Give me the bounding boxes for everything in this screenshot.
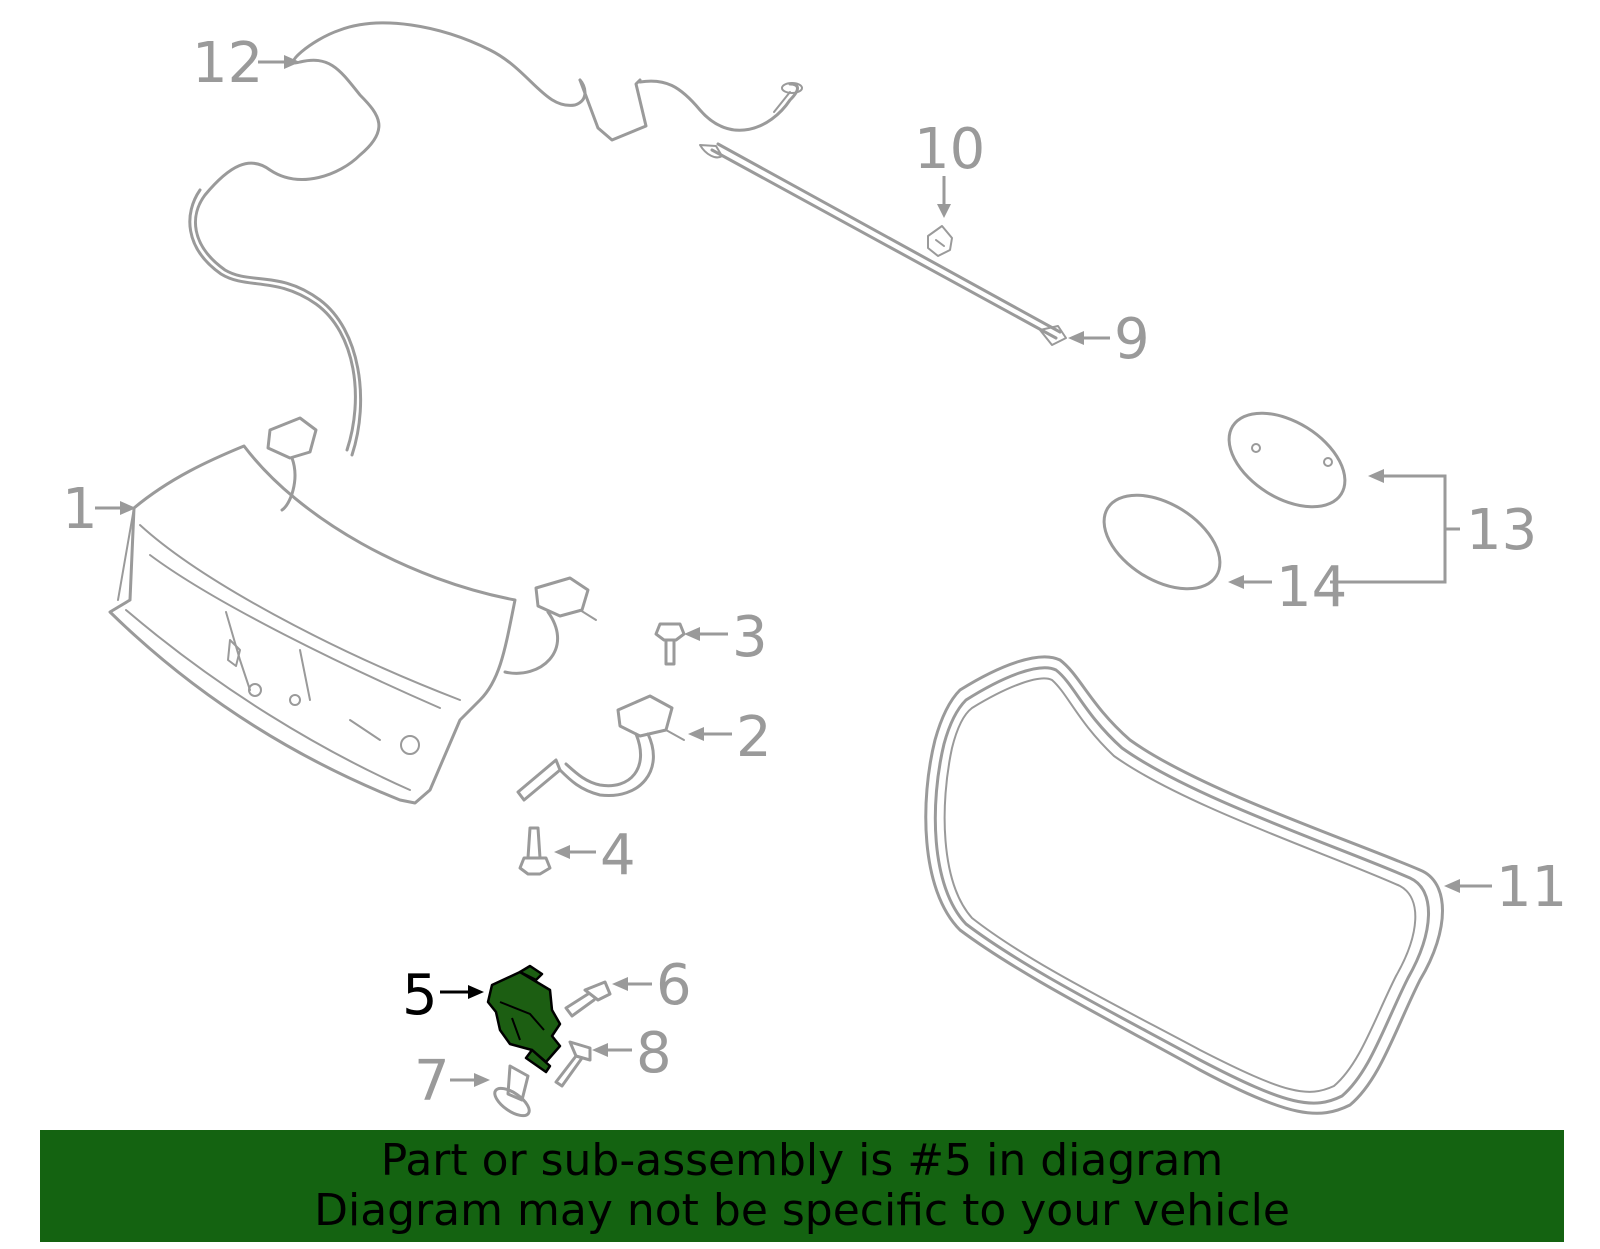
part-14-plug (1102, 493, 1222, 591)
part-4-bolt (518, 826, 552, 876)
part-12-release-cable (188, 21, 803, 457)
part-2-hinge (516, 694, 685, 802)
callout-labels: 12 10 9 1 13 14 3 2 4 11 6 5 8 7 (62, 31, 1567, 1114)
callout-11: 11 (1496, 855, 1567, 920)
callout-10: 10 (914, 117, 985, 182)
callout-4: 4 (600, 823, 636, 888)
part-10-clip (927, 225, 953, 257)
part-2-hinge-upper (266, 416, 597, 675)
part-5-latch-highlighted (486, 964, 562, 1074)
part-6-bolt (564, 980, 612, 1018)
callout-1: 1 (62, 477, 98, 542)
part-11-weatherstrip (924, 655, 1444, 1115)
callout-13: 13 (1466, 498, 1537, 563)
part-9-rod (699, 142, 1067, 346)
callout-9: 9 (1114, 307, 1150, 372)
callout-14: 14 (1276, 555, 1347, 620)
callout-5: 5 (402, 963, 438, 1028)
callout-7: 7 (414, 1049, 450, 1114)
part-7-push-pin (493, 1064, 531, 1118)
leader-lines (95, 55, 1492, 1087)
info-banner: Part or sub-assembly is #5 in diagram Di… (40, 1130, 1564, 1242)
part-8-bolt (554, 1040, 592, 1088)
callout-6: 6 (656, 953, 692, 1018)
part-13-plug (1227, 411, 1347, 509)
callout-12: 12 (192, 31, 263, 96)
banner-line-disclaimer: Diagram may not be specific to your vehi… (314, 1185, 1290, 1236)
part-1-trunk-lid (108, 444, 517, 805)
callout-3: 3 (732, 605, 768, 670)
banner-line-part-number: Part or sub-assembly is #5 in diagram (380, 1135, 1224, 1186)
part-3-bolt (654, 622, 686, 666)
callout-2: 2 (736, 705, 772, 770)
callout-8: 8 (636, 1021, 672, 1086)
